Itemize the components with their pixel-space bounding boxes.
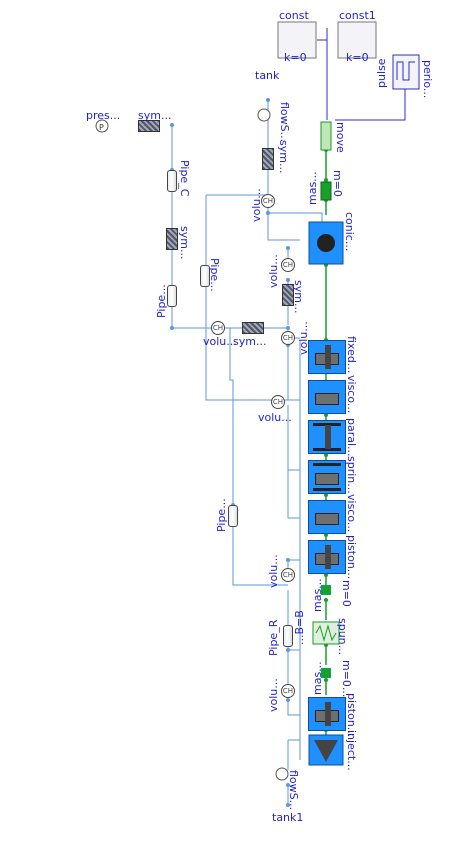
sym-c-block[interactable] [166,228,178,250]
pipe-icon[interactable] [228,505,238,527]
mass-top-label: mas... [306,171,319,205]
volume-label: volu... [267,254,280,288]
mass-top-block[interactable] [320,181,332,201]
visco-label-1: visco... [345,375,358,414]
flow-source-bottom-label: flowS... [287,770,300,811]
volume-label: volu... [258,411,292,424]
sym-h-block[interactable] [242,322,264,334]
volume-icon[interactable]: CH [281,568,295,582]
pulse-icon [396,61,415,81]
const1-label: const1 [339,9,376,22]
sym-mid-block[interactable] [282,284,294,306]
move-label: move [334,122,347,153]
volume-label: volu... [250,188,263,222]
move-block[interactable] [320,121,332,151]
mass-low-m-label: m=0... [340,660,353,698]
tank-label: tank [255,69,280,82]
sym-pres-block[interactable] [138,120,160,132]
paral-label: paral... [345,418,358,457]
const1-k-label: k=0 [346,51,369,64]
volume-icon[interactable]: CH [281,684,295,698]
const-label: const [279,9,309,22]
hydraulic-wires [171,100,323,805]
piston-cylinder-block-1[interactable] [308,540,346,574]
flow-source-top-label: flowS... [278,102,291,143]
volume-label: volu... [297,321,310,355]
volume-label: volu... [203,335,237,348]
piston-cylinder-block-2[interactable] [308,697,346,731]
volume-icon[interactable]: CH [211,321,225,335]
signal-wires [317,28,406,121]
visco-label-2: visco... [345,494,358,533]
tank1-label: tank1 [272,811,304,824]
volume-icon[interactable]: CH [261,194,275,208]
volume-icon[interactable]: CH [271,395,285,409]
sym-mid-label: sym... [292,280,305,314]
paral-cylinder-block[interactable] [308,420,346,454]
pressure-source-icon[interactable] [95,119,109,133]
pres-label: pres... [86,109,121,122]
spring-cylinder-block[interactable] [308,460,346,494]
pipe-label: Pipe... [155,284,168,318]
pulse-period-label: perio... [421,60,434,99]
const-k-label: k=0 [284,51,307,64]
spun-label: spun... [336,618,349,656]
mass-mid-m-label: m=0 [340,580,353,607]
mass-mid-label: mas... [311,578,324,612]
fixed-label: fixed... [345,336,358,374]
pipe-icon[interactable] [167,285,177,307]
pipe-icon[interactable] [200,265,210,287]
svg-text:P: P [99,123,104,132]
volume-label: volu... [267,554,280,588]
pipe-r-icon[interactable] [283,625,293,647]
inject-label: inject... [345,730,358,771]
pipe-r-label: Pipe_R [267,619,280,656]
fixed-cylinder-block[interactable] [308,340,346,374]
volume-icon[interactable]: CH [281,258,295,272]
mass-low-block[interactable] [321,668,331,678]
mass-low-label: mas... [311,661,324,695]
volume-icon[interactable]: CH [281,331,295,345]
sym-h-label: sym... [233,335,267,348]
pulse-label: pulse [375,58,388,88]
tank1-icon[interactable] [275,767,289,781]
pipe-c-icon[interactable] [167,170,177,192]
ball-icon [317,234,335,252]
sym-top-block[interactable] [262,148,274,170]
piston-label-1: piston... [345,535,358,580]
const1-block[interactable] [337,21,377,59]
tank-top-icon[interactable] [257,108,271,122]
mass-mid-block[interactable] [321,585,331,595]
conic-label: conic... [343,212,356,252]
volume-label: volu... [267,678,280,712]
spring-icon [315,624,337,642]
pipe-c-label: Pipe_C [178,160,191,197]
visco-cylinder-block-2[interactable] [308,500,346,534]
mass-top-m-label: m=0 [331,170,344,197]
visco-cylinder-block-1[interactable] [308,380,346,414]
const-block[interactable] [277,21,317,59]
sym-pres-label: sym... [138,109,172,122]
needle-icon [314,740,338,762]
sym-top-label: sym... [277,140,290,174]
sym-c-label: sym... [178,226,191,260]
pipe-label: Pipe... [215,498,228,532]
pipe-label: Pipe... [208,258,221,292]
sprin-label: sprin... [345,456,358,494]
stop-label: ...B=B [293,610,306,645]
